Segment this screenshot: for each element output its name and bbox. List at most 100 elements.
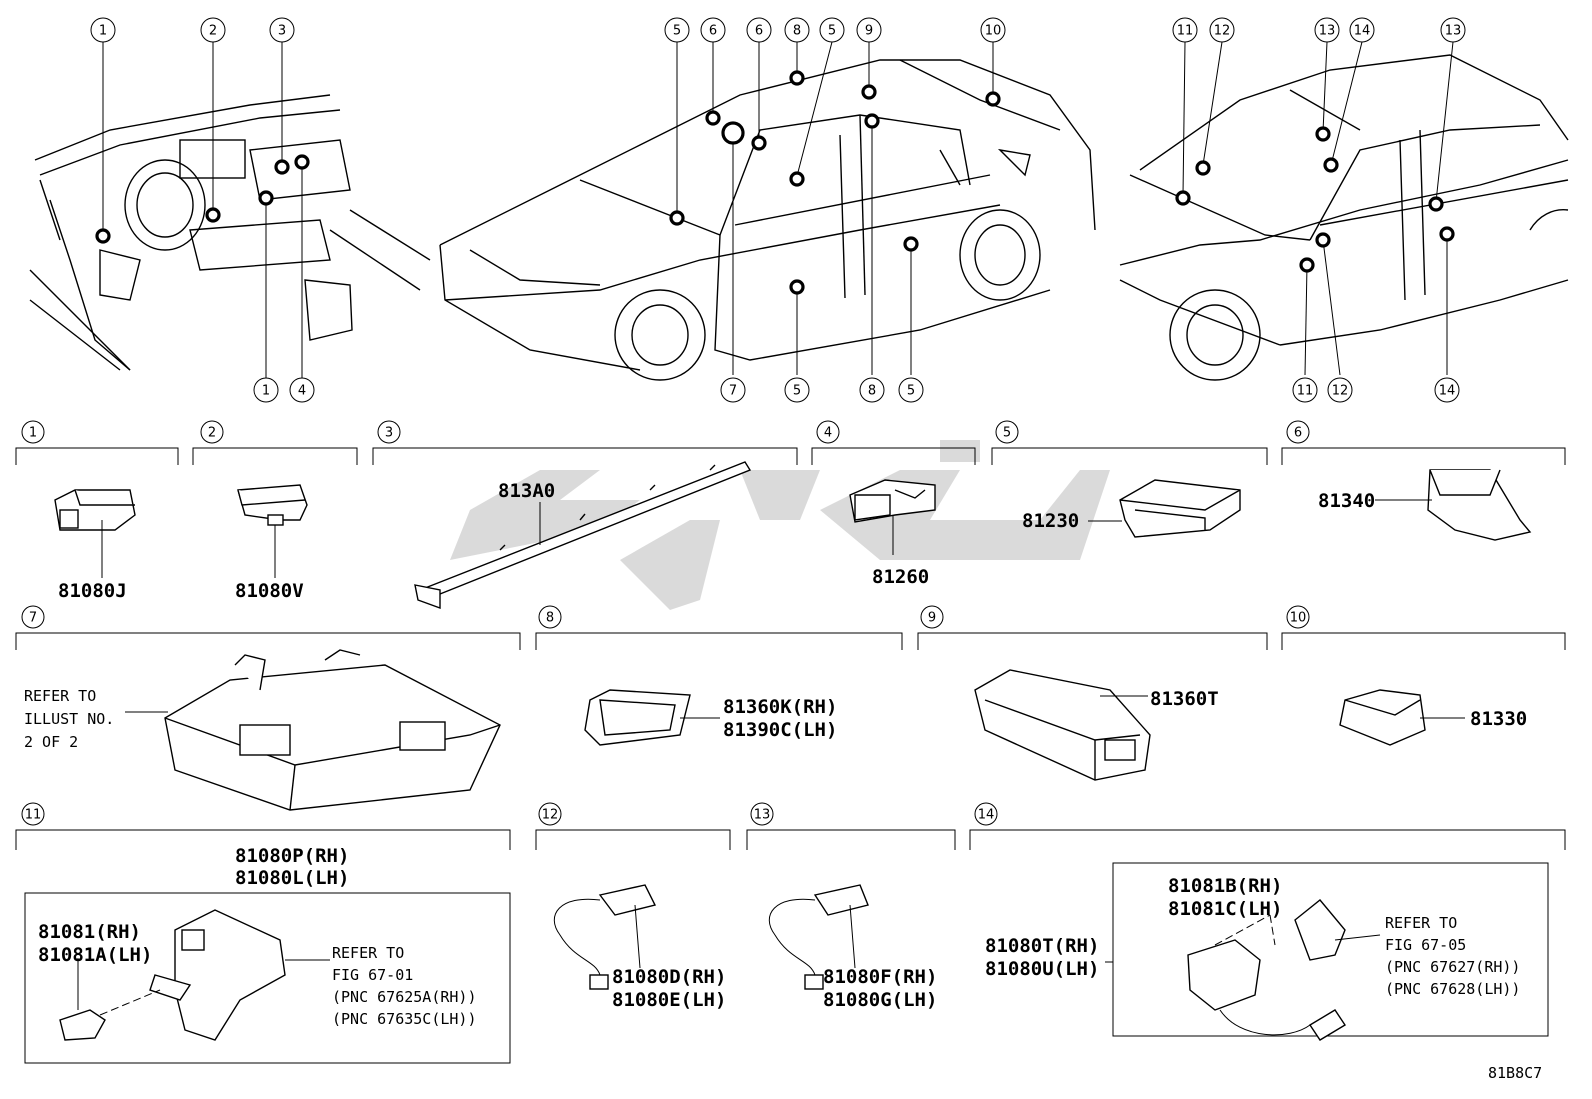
section-callout: 2: [200, 420, 224, 444]
section-callout: 5: [995, 420, 1019, 444]
callout-number: 6: [755, 24, 763, 39]
note-line: (PNC 67635C(LH)): [332, 1010, 477, 1028]
callout-number: 3: [278, 24, 286, 39]
part-number-81360K: 81360K(RH): [723, 696, 837, 718]
part-number-81330: 81330: [1470, 708, 1527, 730]
part-81340-drawing: [1375, 469, 1532, 541]
section-callout: 6: [1286, 420, 1310, 444]
callout-number: 12: [1332, 384, 1349, 399]
section-callout: 12: [538, 802, 562, 826]
callout-number: 6: [1294, 426, 1302, 441]
overview-callout: 6: [746, 17, 772, 43]
part-81080P-drawing: [59, 909, 330, 1041]
callout-number: 11: [1297, 384, 1314, 399]
callout-number: 5: [828, 24, 836, 39]
part-number-81081B: 81081B(RH): [1168, 875, 1282, 897]
part-81360K-drawing: [584, 689, 720, 746]
note-line: FIG 67-05: [1385, 936, 1466, 954]
overview-callout: 13: [1440, 17, 1466, 43]
part-number-81390C: 81390C(LH): [723, 719, 837, 741]
section-callout: 7: [21, 605, 45, 629]
overview-callout: 1: [90, 17, 116, 43]
part-number-81230: 81230: [1022, 510, 1079, 532]
callout-number: 1: [29, 426, 37, 441]
overview-callout: 3: [269, 17, 295, 43]
location-markers: [95, 70, 1455, 295]
note-line: REFER TO: [332, 944, 404, 962]
overview-callout: 5: [819, 17, 845, 43]
callout-number: 4: [298, 384, 306, 399]
note-line: REFER TO: [24, 687, 96, 705]
part-number-813A0: 813A0: [498, 480, 555, 502]
part-813A0-drawing: [414, 461, 752, 609]
overview-callout: 13: [1314, 17, 1340, 43]
overview-callout: 7: [720, 377, 746, 403]
section-callout: 11: [21, 802, 45, 826]
overview-callout: 1: [253, 377, 279, 403]
part-81330-drawing: [1339, 689, 1465, 746]
callout-number: 8: [546, 611, 554, 626]
overview-callout: 8: [784, 17, 810, 43]
overview-callout: 4: [289, 377, 315, 403]
part-81080J-drawing: [54, 489, 136, 578]
overview-callout: 11: [1292, 377, 1318, 403]
overview-callout: 12: [1209, 17, 1235, 43]
overview-callout: 5: [898, 377, 924, 403]
section-callout: 4: [816, 420, 840, 444]
rear-car-illustration: [1119, 54, 1569, 381]
callout-number: 14: [978, 808, 995, 823]
callout-number: 8: [793, 24, 801, 39]
section-brackets: [15, 447, 1566, 1064]
callout-number: 6: [709, 24, 717, 39]
overview-leader-lines: [102, 41, 1454, 378]
part-number-81080L: 81080L(LH): [235, 867, 349, 889]
part-number-81080T: 81080T(RH): [985, 935, 1099, 957]
overview-callout: 8: [859, 377, 885, 403]
part-81360T-drawing: [974, 669, 1151, 781]
sedan-illustration: [439, 59, 1096, 381]
section-callout: 9: [920, 605, 944, 629]
overview-callout: 14: [1434, 377, 1460, 403]
part-number-81080D: 81080D(RH): [612, 966, 726, 988]
callout-number: 9: [865, 24, 873, 39]
part-81230-drawing: [1088, 479, 1241, 538]
overview-callout: 5: [664, 17, 690, 43]
overview-callout: 10: [980, 17, 1006, 43]
part-number-81080G: 81080G(LH): [823, 989, 937, 1011]
part-number-81260: 81260: [872, 566, 929, 588]
overview-callout: 6: [700, 17, 726, 43]
section-callout: 10: [1286, 605, 1310, 629]
part-number-81080V: 81080V: [235, 580, 304, 602]
callout-number: 7: [729, 384, 737, 399]
note-line: 2 OF 2: [24, 733, 78, 751]
part-number-81080F: 81080F(RH): [823, 966, 937, 988]
overview-callout: 11: [1172, 17, 1198, 43]
part-number-81081A: 81081A(LH): [38, 944, 152, 966]
callout-number: 1: [262, 384, 270, 399]
callout-number: 13: [1445, 24, 1462, 39]
callout-number: 7: [29, 611, 37, 626]
overview-callout: 5: [784, 377, 810, 403]
section-callout: 13: [750, 802, 774, 826]
callout-number: 3: [385, 426, 393, 441]
callout-number: 14: [1439, 384, 1456, 399]
part-number-81081C: 81081C(LH): [1168, 898, 1282, 920]
callout-number: 5: [907, 384, 915, 399]
callout-number: 13: [754, 808, 771, 823]
callout-number: 11: [25, 808, 42, 823]
note-line: ILLUST NO.: [24, 710, 114, 728]
note-line: (PNC 67628(LH)): [1385, 980, 1520, 998]
callout-number: 9: [928, 611, 936, 626]
part-81080T-drawing: [1105, 899, 1381, 1041]
callout-number: 5: [793, 384, 801, 399]
part-number-81080J: 81080J: [58, 580, 127, 602]
section-callout: 3: [377, 420, 401, 444]
part-number-81080E: 81080E(LH): [612, 989, 726, 1011]
callout-number: 5: [1003, 426, 1011, 441]
note-line: (PNC 67627(RH)): [1385, 958, 1520, 976]
section-callout: 1: [21, 420, 45, 444]
section-callout: 8: [538, 605, 562, 629]
